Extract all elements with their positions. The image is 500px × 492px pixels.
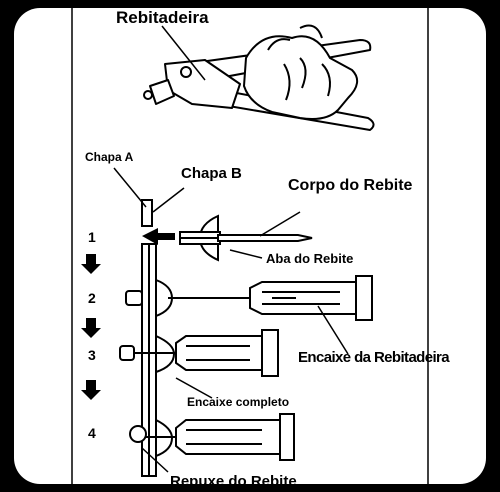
chapa-b-leader <box>152 187 185 213</box>
encaixe-completo-leader <box>175 377 213 399</box>
down-arrow-2 <box>81 318 101 338</box>
chapa-a-leader <box>113 167 147 208</box>
aba-leader <box>229 249 263 259</box>
title-leader-line <box>161 25 206 81</box>
corpo-label: Corpo do Rebite <box>288 177 413 194</box>
down-arrow-3 <box>81 380 101 400</box>
step-number-3: 3 <box>88 347 96 363</box>
chapa-b-label: Chapa B <box>181 165 242 182</box>
encaixe-rebitadeira-label: Encaixe da Rebitadeira <box>298 349 450 366</box>
chapa-a-label: Chapa A <box>85 150 134 164</box>
rivet-step-2 <box>125 275 373 321</box>
repuxe-leader <box>141 447 169 473</box>
step-number-4: 4 <box>88 425 96 441</box>
repuxe-label: Repuxe do Rebite <box>170 473 297 490</box>
step-number-1: 1 <box>88 229 96 245</box>
aba-label: Aba do Rebite <box>266 251 354 266</box>
diagram-title: Rebitadeira <box>116 8 209 27</box>
down-arrow-1 <box>81 254 101 274</box>
rivet-step-4 <box>129 413 295 461</box>
rivet-step-1 <box>179 214 313 262</box>
encaixe-rebitadeira-leader <box>317 305 349 355</box>
rivet-step-3 <box>119 329 279 377</box>
corpo-leader <box>259 211 301 237</box>
riveter-tool <box>143 24 375 131</box>
encaixe-completo-label: Encaixe completo <box>187 395 290 409</box>
insert-arrow <box>142 228 175 245</box>
step-number-2: 2 <box>88 290 96 306</box>
